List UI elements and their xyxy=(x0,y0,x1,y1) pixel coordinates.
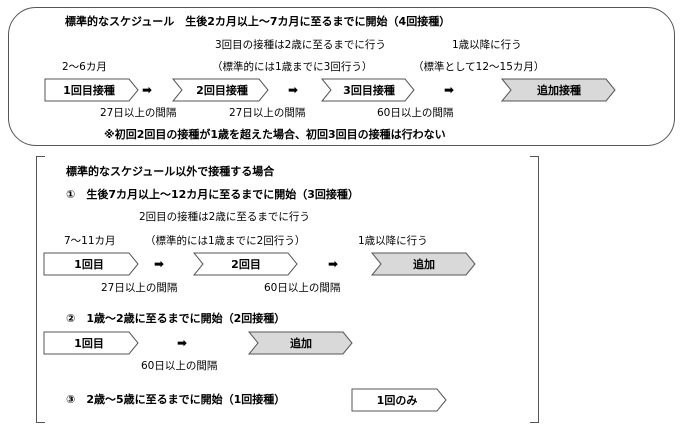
arrow-right-icon: ➡ xyxy=(142,83,153,97)
case1-step-shape-dose1 xyxy=(43,252,139,276)
booster-after1-note: 1歳以降に行う xyxy=(452,39,522,51)
age-range: 2～6カ月 xyxy=(62,61,107,73)
case3-heading: ③ 2歳～5歳に至るまでに開始（1回接種） xyxy=(66,393,286,406)
case2-interval-1: 60日以上の間隔 xyxy=(141,360,218,372)
case2-step-shape-booster xyxy=(247,331,353,355)
case1-step-shape-booster xyxy=(370,252,476,276)
case2-step-shape-dose1 xyxy=(43,331,139,355)
step-dose1: 1回目接種 xyxy=(63,84,115,97)
case1-step-dose1: 1回目 xyxy=(74,258,104,271)
step-dose2: 2回目接種 xyxy=(196,84,248,97)
case2-heading: ② 1歳～2歳に至るまでに開始（2回接種） xyxy=(66,312,286,325)
dose3-note: 3回目の接種は2歳に至るまでに行う xyxy=(215,39,386,51)
case2-step-booster: 追加 xyxy=(290,337,312,350)
standard-booster-note: （標準として12～15カ月） xyxy=(413,61,545,73)
case1-dose2-note: 2回目の接種は2歳に至るまでに行う xyxy=(139,211,310,223)
standard-schedule-box xyxy=(8,7,675,146)
standard-paren-note: （標準的には1歳までに3回行う） xyxy=(212,61,373,73)
case3-step-only: 1回のみ xyxy=(376,394,418,407)
step-shape-dose2 xyxy=(171,78,269,102)
arrow-right-icon: ➡ xyxy=(444,83,455,97)
case1-step-dose2: 2回目 xyxy=(231,258,261,271)
case1-booster-note: 1歳以降に行う xyxy=(358,235,428,247)
case1-step-shape-dose2 xyxy=(192,252,298,276)
case1-step-booster: 追加 xyxy=(413,258,435,271)
arrow-right-icon: ➡ xyxy=(154,257,165,271)
case1-standard-paren: （標準的には1歳までに2回行う） xyxy=(145,235,306,247)
case1-interval-2: 60日以上の間隔 xyxy=(264,282,341,294)
arrow-right-icon: ➡ xyxy=(328,257,339,271)
bracket-right xyxy=(530,156,539,423)
interval-3: 60日以上の間隔 xyxy=(377,107,454,119)
interval-1: 27日以上の間隔 xyxy=(100,107,177,119)
case1-interval-1: 27日以上の間隔 xyxy=(101,282,178,294)
case1-heading: ① 生後7カ月以上～12カ月に至るまでに開始（3回接種） xyxy=(66,188,359,201)
case3-step-shape-only xyxy=(351,388,447,412)
standard-schedule-title: 標準的なスケジュール 生後2カ月以上～7カ月に至るまでに開始（4回接種） xyxy=(65,15,451,28)
arrow-right-icon: ➡ xyxy=(288,83,299,97)
footnote: ※初回2回目の接種が1歳を超えた場合、初回3回目の接種は行わない xyxy=(104,128,446,141)
step-booster: 追加接種 xyxy=(537,84,581,97)
step-shape-dose1 xyxy=(44,78,139,102)
arrow-right-icon: ➡ xyxy=(177,336,188,350)
case2-step-dose1: 1回目 xyxy=(74,337,104,350)
interval-2: 27日以上の間隔 xyxy=(229,107,306,119)
step-dose3: 3回目接種 xyxy=(343,84,395,97)
case1-age-range: 7～11カ月 xyxy=(64,235,116,247)
bracket-left xyxy=(36,156,45,423)
alt-schedule-title: 標準的なスケジュール以外で接種する場合 xyxy=(66,165,275,178)
step-shape-dose3 xyxy=(320,78,415,102)
step-shape-booster xyxy=(500,78,616,102)
